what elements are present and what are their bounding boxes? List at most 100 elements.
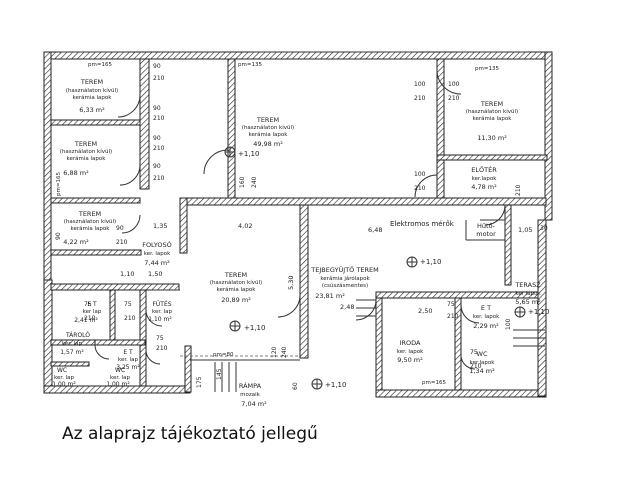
room-note: (használaton kívül) (466, 108, 518, 115)
room-area: 4,22 m² (63, 238, 89, 246)
vertical-dimension-labels: 160 240 5,30 120 240 145 175 60 90 pm=16… (55, 172, 522, 390)
level-label: +1,10 (244, 324, 265, 332)
room-floor: kerámia lapok (71, 225, 111, 232)
room-area: 6,33 m² (79, 106, 105, 114)
room-area: 1,57 m² (60, 349, 84, 356)
dim-label: 100 (448, 81, 460, 88)
caption: Az alaprajz tájékoztató jellegű (62, 424, 318, 444)
dim-label: 1,50 (148, 270, 162, 278)
dim-label: 90 (153, 63, 161, 70)
dim-label: 90 (55, 232, 62, 240)
level-label: +1,10 (325, 381, 346, 389)
room-name: E T (481, 304, 491, 312)
dim-label: 210 (84, 315, 96, 322)
dim-label: 90 (153, 105, 161, 112)
room-area: 11,30 m² (477, 134, 507, 142)
room-name: WC (57, 367, 67, 374)
dim-label: 4,02 (238, 222, 252, 230)
room-name: ELŐTÉR (471, 165, 497, 174)
dim-label: 90 (153, 163, 161, 170)
dim-label: 175 (196, 376, 203, 388)
dim-label: 210 (153, 75, 165, 82)
dim-label: 100 (505, 318, 512, 330)
room-name: TEREM (74, 140, 97, 148)
room-area: 7,04 m² (241, 400, 267, 408)
room-area: 1,00 m² (52, 381, 76, 388)
dim-label: 60 (292, 382, 299, 390)
dim-label: 1,10 (120, 270, 134, 278)
room-name: E T (123, 349, 133, 356)
room-name: RÁMPA (239, 381, 262, 390)
room-name: TEREM (78, 210, 101, 218)
dim-label: 240 (281, 346, 288, 358)
window-sill-label: pm=80 (213, 352, 234, 358)
room-name: FŰTÉS (152, 300, 171, 308)
dim-label: 210 (414, 185, 426, 192)
room-name: TÁROLÓ (65, 332, 90, 339)
room-note: (használaton kívül) (60, 148, 112, 155)
window-sill-label: pm=135 (238, 62, 262, 68)
room-floor: ker. lapok (144, 251, 171, 257)
dim-label: 6,48 (368, 226, 382, 234)
dim-label: 120 (271, 346, 278, 358)
dim-label: 2,48 (340, 303, 354, 311)
room-floor: kerámia lapok (67, 155, 107, 162)
dim-label: 75 (156, 335, 164, 342)
dim-label: 210 (116, 239, 128, 246)
room-floor: ker. lap (152, 309, 173, 315)
room-area: 2,29 m² (473, 322, 499, 330)
dim-label: 210 (153, 145, 165, 152)
level-label: +1,10 (420, 258, 441, 266)
room-floor: ker. lap (118, 357, 139, 363)
dim-label: 1,35 (153, 222, 167, 230)
interior-walls (50, 58, 548, 391)
electric-meters-label: Elektromos mérők (390, 219, 455, 228)
room-floor: ker. lap (54, 375, 75, 381)
room-floor: kerámia lapok (249, 131, 289, 138)
dim-label: 75 (124, 301, 132, 308)
level-marker-mid (406, 256, 418, 268)
dim-label: 210 (414, 95, 426, 102)
dim-label: 210 (153, 175, 165, 182)
level-label: +1,10 (528, 308, 549, 316)
room-floor: (csúszásmentes) (322, 282, 368, 289)
windows (60, 51, 530, 361)
room-floor: ker lapok (515, 291, 541, 297)
dim-label: 210 (515, 184, 522, 196)
dim-label: 210 (470, 363, 482, 370)
dim-label: 90 (153, 135, 161, 142)
room-name: TEJBEGYŰJTŐ TEREM (310, 265, 378, 274)
room-name: TEREM (480, 100, 503, 108)
cooling-motor-label: Hűtő-motor (476, 221, 496, 238)
level-marker-left (229, 320, 241, 332)
dim-label: 210 (448, 95, 460, 102)
room-area: 1,00 m² (106, 381, 130, 388)
room-floor: ker. lapok (473, 314, 500, 320)
level-marker-terasz (514, 306, 526, 318)
room-labels: TEREM (használaton kívül) kerámia lapok … (52, 78, 541, 408)
room-floor: ker. lap (110, 375, 131, 381)
door-swings (94, 69, 506, 370)
room-floor: kerámia lapok (217, 286, 257, 293)
room-floor: kerámia lapok (73, 94, 113, 101)
dim-label: 75 (470, 349, 478, 356)
room-floor: ker lap (83, 309, 102, 315)
room-area: 1,10 m² (148, 316, 172, 323)
room-floor: ker.lapok (470, 360, 496, 366)
dim-label: 145 (216, 368, 223, 380)
dim-label: 210 (153, 115, 165, 122)
dim-label: 2,50 (418, 307, 432, 315)
level-marker-big (224, 146, 236, 158)
room-area: 7,44 m² (144, 259, 170, 267)
room-note: kerámia járólapok (320, 275, 370, 282)
room-area: 1,34 m² (469, 367, 495, 375)
dim-label: 210 (447, 313, 459, 320)
room-area: 4,78 m² (471, 183, 497, 191)
room-floor: ker.lapok (472, 176, 498, 182)
dim-label: 160 (239, 176, 246, 188)
dim-label: 100 (414, 81, 426, 88)
room-name: E T (87, 301, 97, 308)
room-note: (használaton kívül) (242, 124, 294, 131)
room-name: TEREM (224, 271, 247, 279)
